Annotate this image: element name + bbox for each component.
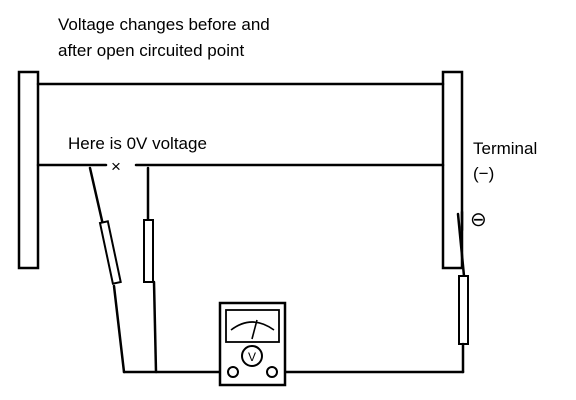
test-probe-icon <box>88 166 126 374</box>
open-circuit-mark: × <box>111 157 121 176</box>
meter-v-symbol: V <box>248 350 256 364</box>
test-probe-icon <box>143 166 158 374</box>
left-pillar <box>17 70 40 270</box>
terminal-label: Terminal <box>473 139 537 158</box>
voltmeter-icon: V <box>218 301 287 387</box>
title-line-1: Voltage changes before and <box>58 15 270 34</box>
title-line-2: after open circuited point <box>58 41 244 60</box>
terminal-polarity: (−) <box>473 164 494 183</box>
test-probe-icon <box>456 210 469 374</box>
negative-terminal-icon: ⊖ <box>470 209 487 231</box>
zero-voltage-label: Here is 0V voltage <box>68 134 207 153</box>
